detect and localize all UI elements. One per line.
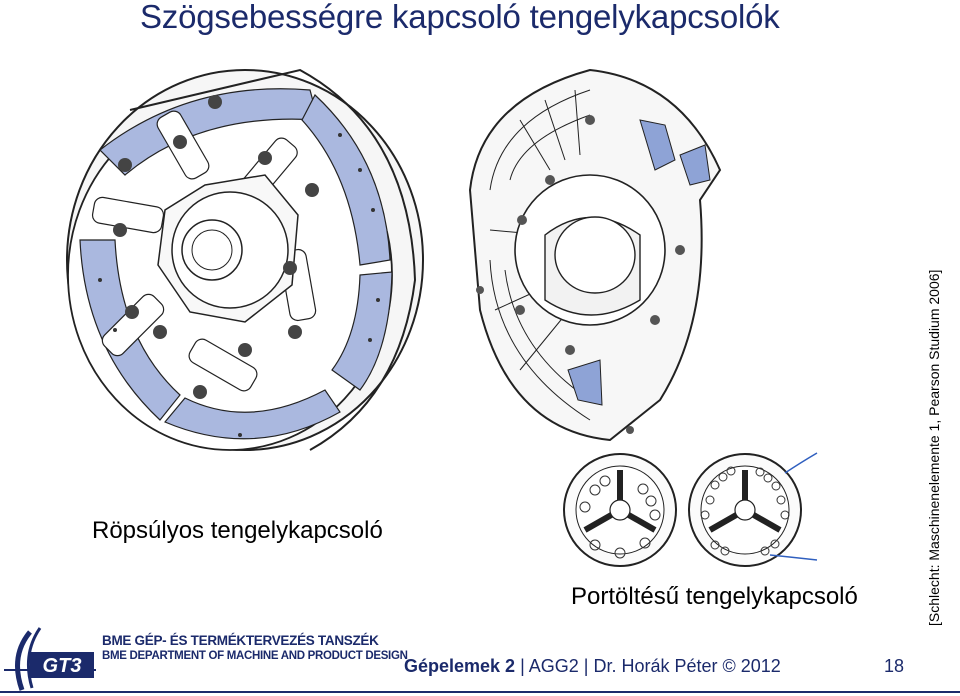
- citation: [Schlecht: Maschinenelemente 1, Pearson …: [926, 269, 942, 626]
- page-number: 18: [884, 656, 905, 676]
- course-name: Gépelemek 2: [404, 656, 516, 676]
- logo-text: GT3: [43, 655, 82, 677]
- centrifugal-clutch-illustration: [66, 68, 424, 451]
- powder-clutch-illustration: [468, 68, 722, 442]
- gt3-logo: GT3: [4, 627, 96, 691]
- course-details: | AGG2 | Dr. Horák Péter © 2012: [515, 656, 781, 676]
- department-name-en: BME DEPARTMENT OF MACHINE AND PRODUCT DE…: [102, 650, 408, 662]
- course-info: Gépelemek 2 | AGG2 | Dr. Horák Péter © 2…: [404, 656, 781, 677]
- department-name-hu: BME GÉP- ÉS TERMÉKTERVEZÉS TANSZÉK: [102, 633, 379, 648]
- centrifugal-clutch-caption: Röpsúlyos tengelykapcsoló: [92, 517, 383, 544]
- powder-clutch-sections: [563, 452, 818, 567]
- slide-title: Szögsebességre kapcsoló tengelykapcsolók: [140, 0, 780, 35]
- powder-clutch-caption: Portöltésű tengelykapcsoló: [571, 583, 858, 610]
- footer-line: [0, 691, 960, 693]
